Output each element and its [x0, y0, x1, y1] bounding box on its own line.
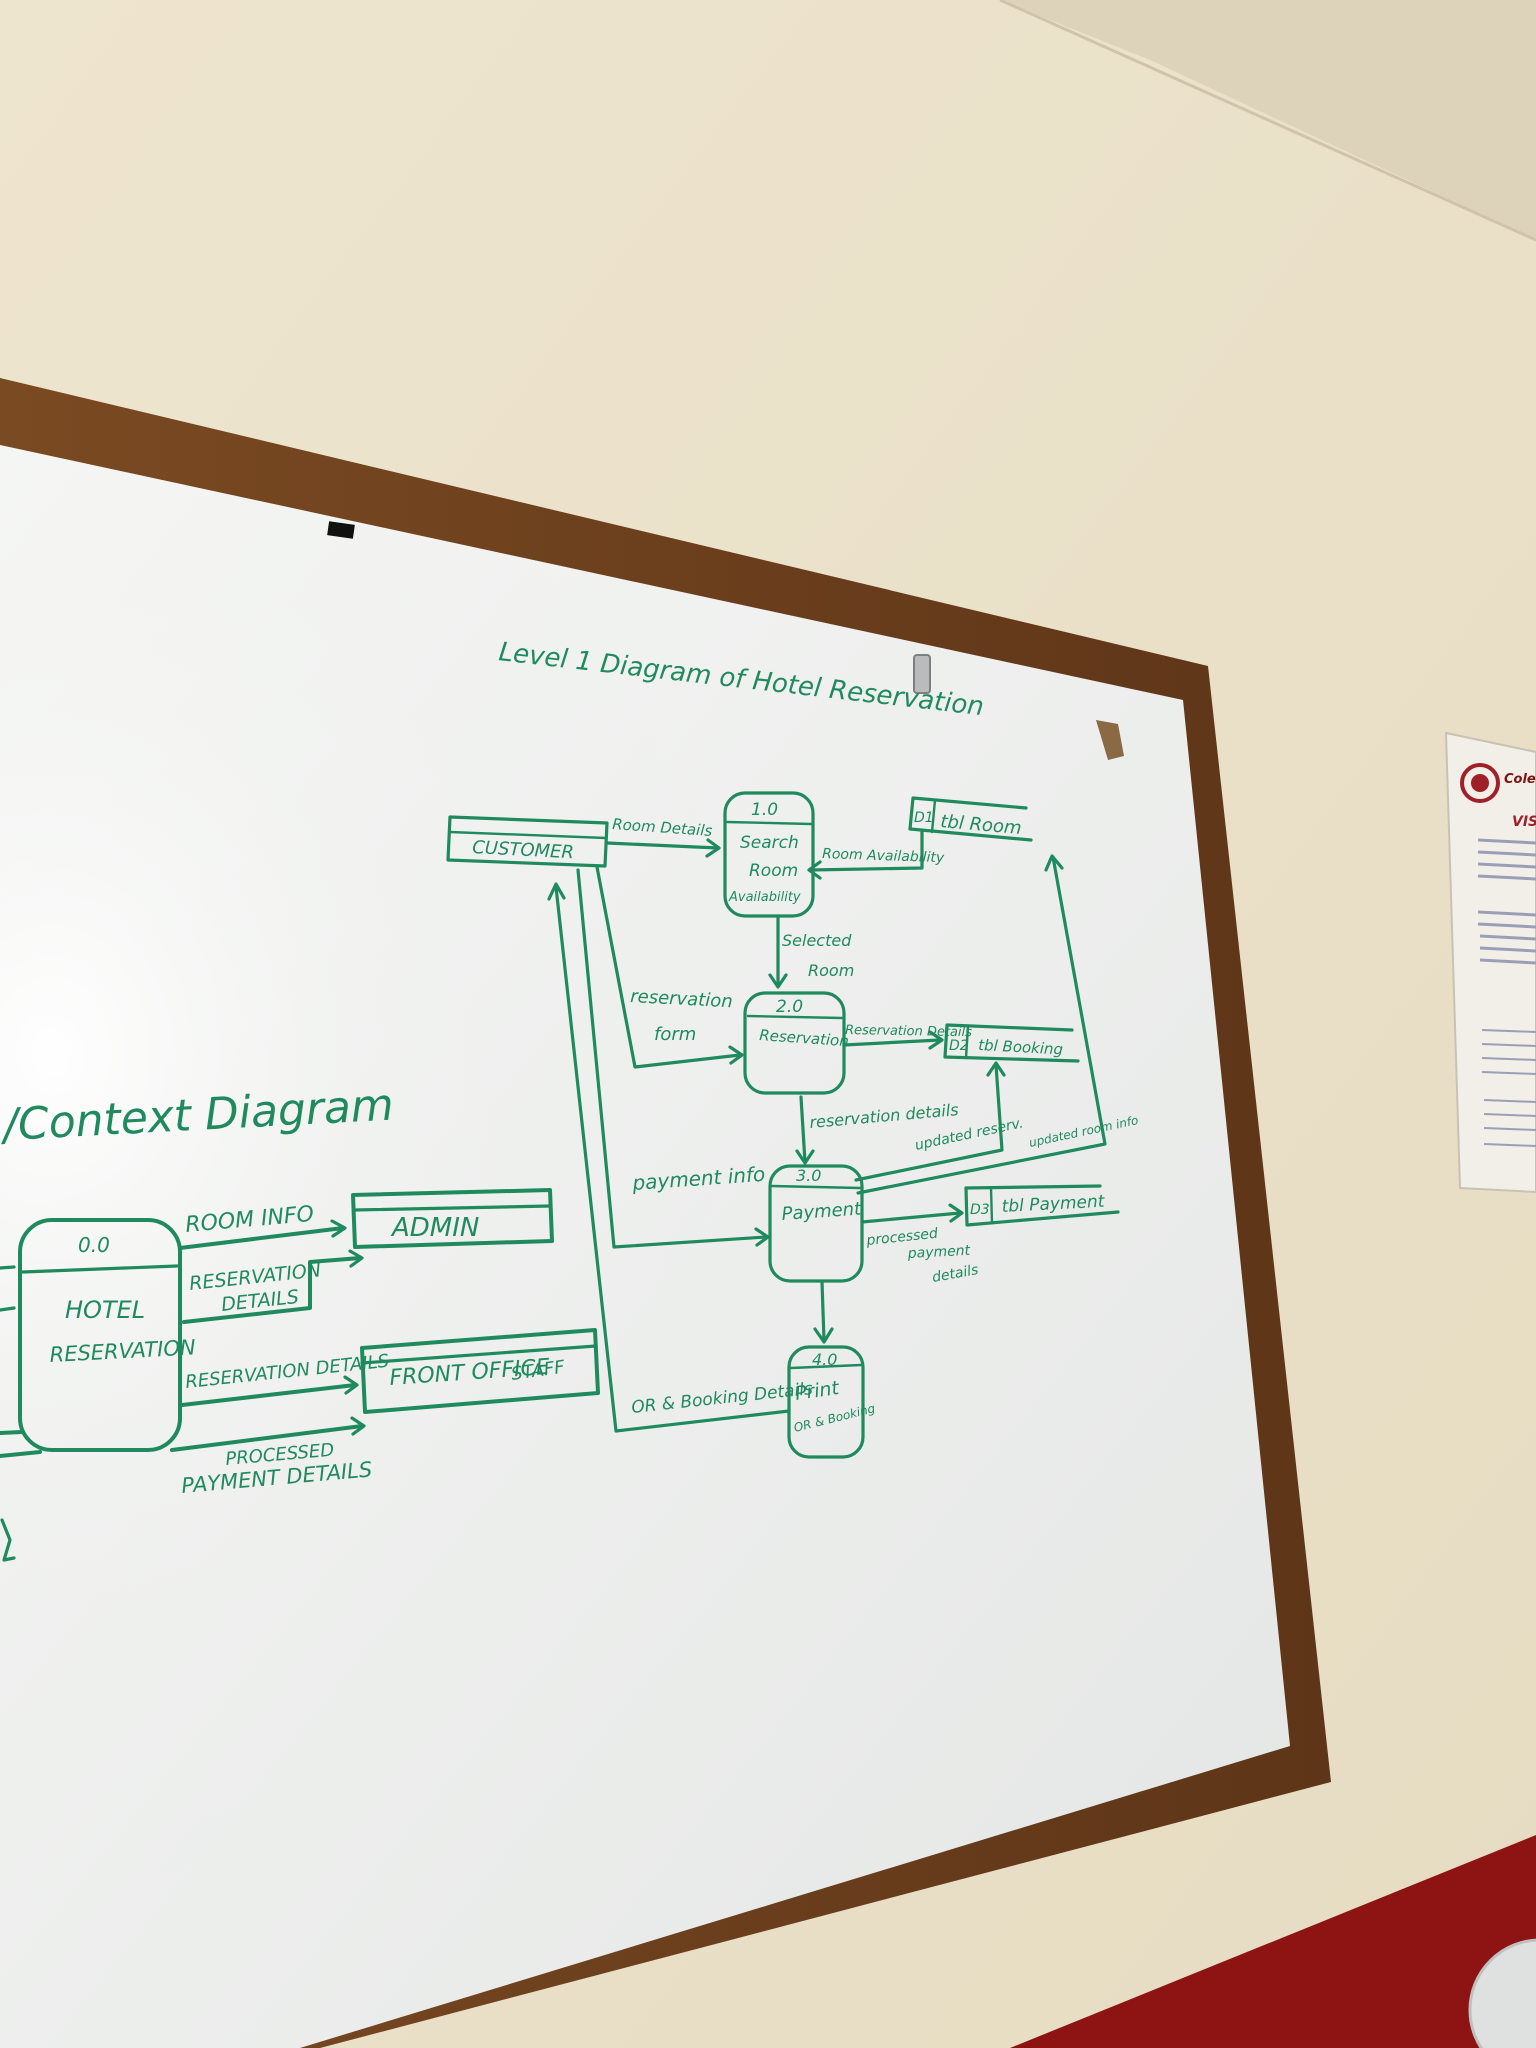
flow-processed-payment-3: details	[931, 1262, 980, 1286]
flow-reservation-details-top: Reservation Details	[845, 1023, 972, 1040]
flow-processed-payment-1: processed	[865, 1226, 939, 1250]
process-1-name-2: Room	[749, 861, 798, 881]
flow-selected-room-1: Selected	[782, 931, 852, 950]
process-1-number: 1.0	[751, 800, 778, 820]
magnet	[327, 521, 355, 539]
tape-scrap	[1096, 720, 1124, 760]
poster-header: Colegio	[1504, 772, 1536, 787]
flow-room-availability: Room Availability	[822, 846, 945, 866]
flow-reservation-form-2: form	[654, 1024, 696, 1045]
d2-id: D2	[949, 1038, 969, 1054]
context-process-number: 0.0	[78, 1233, 110, 1257]
poster-section: VIS	[1512, 814, 1536, 830]
admin-label: ADMIN	[390, 1213, 479, 1243]
process-1-search-room: 1.0 Search Room Availability	[723, 791, 815, 918]
ceiling-edge	[999, 0, 1536, 242]
datastore-d2-tbl-booking: D2 tbl Booking	[943, 1023, 1080, 1063]
context-entity-admin: ADMIN	[351, 1188, 554, 1249]
poster: Colegio VIS	[1444, 731, 1536, 1194]
diagram: Level 1 Diagram of Hotel Reservation CUS…	[0, 637, 1140, 1562]
chair-back	[1468, 1938, 1536, 2048]
process-1-name-3: Availability	[728, 890, 801, 905]
d3-id: D3	[970, 1202, 990, 1218]
process-1-name-1: Search	[740, 833, 799, 853]
board-clip	[913, 654, 931, 694]
process-2-reservation: 2.0 Reservation	[743, 991, 849, 1095]
red-stripe	[1010, 1835, 1536, 2048]
flow-selected-room-2: Room	[808, 961, 854, 980]
d1-id: D1	[914, 810, 934, 826]
poster-text-lines	[1477, 838, 1536, 1147]
process-3-number: 3.0	[796, 1166, 821, 1185]
ceiling	[1000, 0, 1536, 240]
process-4-number: 4.0	[812, 1350, 837, 1369]
context-process-name-1: HOTEL	[65, 1296, 145, 1324]
d2-name: tbl Booking	[978, 1036, 1064, 1058]
flow-processed-payment-2: payment	[906, 1243, 971, 1262]
context-diagram: /Context Diagram 0.0 HOTEL RESERVATION A…	[0, 1080, 600, 1562]
process-2-number: 2.0	[776, 997, 803, 1017]
